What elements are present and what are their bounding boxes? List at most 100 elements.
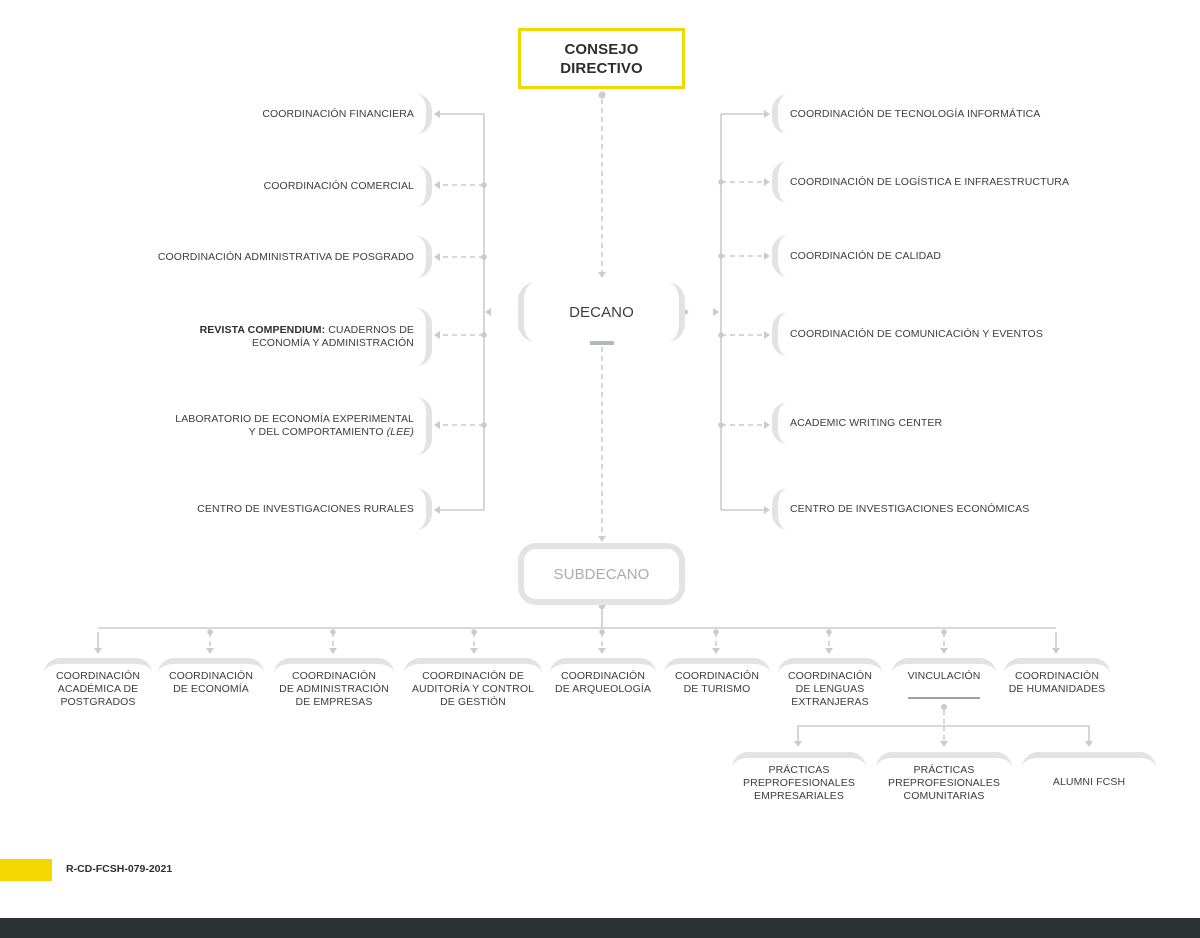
left-branch-arrow [434, 331, 440, 339]
right-branch-arrow [764, 178, 770, 186]
bottom-node-academica: COORDINACIÓN ACADÉMICA DE POSTGRADOS [44, 658, 152, 710]
node-label-line-2: Y DEL COMPORTAMIENTO (LEE) [249, 426, 414, 439]
node-label-line-1: COORDINACIÓN [560, 670, 646, 682]
vinculacion-arrow [794, 741, 802, 747]
bottom-branch-arrow [1052, 648, 1060, 654]
child-node-comunitarias: PRÁCTICAS PREPROFESIONALES COMUNITARIAS [876, 752, 1012, 804]
vinculacion-arrow [1085, 741, 1093, 747]
node-label-line-2: PREPROFESIONALES [888, 777, 1000, 789]
node-label: CENTRO DE INVESTIGACIONES ECONÓMICAS [790, 502, 1030, 515]
node-label-line-2: DE HUMANIDADES [1008, 683, 1106, 695]
bottom-branch-arrow [329, 648, 337, 654]
child-node-empresariales: PRÁCTICAS PREPROFESIONALES EMPRESARIALES [732, 752, 866, 804]
node-label-line-3: DE GESTIÓN [440, 696, 506, 708]
node-label-line-3: EXTRANJERAS [791, 696, 869, 708]
bottom-branch-arrow [470, 648, 478, 654]
subdecano-label: SUBDECANO [553, 565, 650, 583]
subdecano-arrow [598, 536, 606, 542]
node-label: COORDINACIÓN ADMINISTRATIVA DE POSGRADO [157, 250, 414, 263]
bottom-branch-arrow [206, 648, 214, 654]
bottom-node-arqueologia: COORDINACIÓN DE ARQUEOLOGÍA [550, 658, 656, 710]
decano-left-arrow [485, 308, 491, 316]
decano-underline [590, 341, 614, 345]
node-label-line-2: AUDITORÍA Y CONTROL [411, 683, 535, 695]
bottom-branch-arrow [598, 648, 606, 654]
left-branch-arrow [434, 421, 440, 429]
bottom-node-vinculacion: VINCULACIÓN [892, 658, 996, 698]
left-branch-dot [481, 182, 487, 188]
node-label-line-3: COMUNITARIAS [903, 790, 985, 802]
node-label-line-3: POSTGRADOS [60, 696, 136, 708]
node-label-line-1: COORDINACIÓN [291, 670, 377, 682]
node-label: COORDINACIÓN FINANCIERA [262, 107, 414, 120]
bottom-node-humanidades: COORDINACIÓN DE HUMANIDADES [1004, 658, 1110, 710]
left-branch-arrow [434, 253, 440, 261]
right-branch-dot [718, 253, 724, 259]
node-label: COORDINACIÓN DE LOGÍSTICA E INFRAESTRUCT… [790, 175, 1070, 188]
bottom-node-economia: COORDINACIÓN DE ECONOMÍA [158, 658, 264, 710]
node-label-line-1: COORDINACIÓN [168, 670, 254, 682]
right-branch-dot [718, 422, 724, 428]
subdecano-box: SUBDECANO [518, 543, 685, 605]
left-node-rurales: CENTRO DE INVESTIGACIONES RURALES [130, 488, 432, 530]
right-node-tecnologia: COORDINACIÓN DE TECNOLOGÍA INFORMÁTICA [772, 94, 1072, 134]
node-label-line-3: EMPRESARIALES [754, 790, 844, 802]
node-label: COORDINACIÓN DE COMUNICACIÓN Y EVENTOS [790, 327, 1043, 340]
footer-bar [0, 918, 1200, 938]
node-label-line-2: ACADÉMICA DE [57, 683, 139, 695]
node-label-line-1: COORDINACIÓN [55, 670, 141, 682]
node-label-line-1: COORDINACIÓN [1014, 670, 1100, 682]
right-branch-arrow [764, 421, 770, 429]
consejo-line-1: CONSEJO [564, 40, 639, 58]
left-branch-arrow [434, 506, 440, 514]
node-label: CENTRO DE INVESTIGACIONES RURALES [197, 502, 414, 515]
right-node-investigaciones: CENTRO DE INVESTIGACIONES ECONÓMICAS [772, 488, 1072, 530]
node-label-line-2: DE TURISMO [683, 683, 751, 695]
consejo-line-2: DIRECTIVO [560, 59, 643, 77]
child-node-alumni: ALUMNI FCSH [1022, 752, 1156, 792]
node-label-line-1: COORDINACIÓN [674, 670, 760, 682]
lab-acronym: (LEE) [386, 426, 414, 438]
node-label-line-1: LABORATORIO DE ECONOMÍA EXPERIMENTAL [175, 413, 414, 425]
left-node-revista: REVISTA COMPENDIUM: CUADERNOS DE ECONOMÍ… [130, 308, 432, 366]
bottom-branch-arrow [825, 648, 833, 654]
vinculacion-dot [941, 704, 947, 710]
left-branch-dot [481, 254, 487, 260]
right-branch-dot [718, 179, 724, 185]
node-label-line-1: PRÁCTICAS [913, 764, 975, 776]
decano-label: DECANO [569, 303, 634, 321]
bottom-node-turismo: COORDINACIÓN DE TURISMO [664, 658, 770, 710]
node-label-line-1: PRÁCTICAS [768, 764, 830, 776]
decano-right-arrow [713, 308, 719, 316]
node-label-line-2: PREPROFESIONALES [743, 777, 855, 789]
node-label-line-3: DE EMPRESAS [295, 696, 373, 708]
node-label-line-2: DE ECONOMÍA [173, 683, 249, 695]
left-branch-arrow [434, 181, 440, 189]
vinculacion-arrow [940, 741, 948, 747]
node-label: COORDINACIÓN DE TECNOLOGÍA INFORMÁTICA [790, 107, 1041, 120]
vinculacion-underline [908, 697, 980, 699]
left-branch-dot [481, 332, 487, 338]
right-node-logistica: COORDINACIÓN DE LOGÍSTICA E INFRAESTRUCT… [772, 161, 1072, 203]
left-node-laboratorio: LABORATORIO DE ECONOMÍA EXPERIMENTAL Y D… [130, 397, 432, 455]
revista-rest: CUADERNOS DE [325, 324, 414, 336]
left-node-comercial: COORDINACIÓN COMERCIAL [130, 165, 432, 207]
lab-line-2: Y DEL COMPORTAMIENTO [248, 426, 387, 438]
decano-box: DECANO [518, 282, 685, 342]
node-label-line-2: DE LENGUAS [795, 683, 865, 695]
right-node-comunicacion: COORDINACIÓN DE COMUNICACIÓN Y EVENTOS [772, 312, 1072, 356]
node-label-line-2: DE ARQUEOLOGÍA [555, 683, 651, 695]
right-branch-arrow [764, 506, 770, 514]
bottom-branch-arrow [712, 648, 720, 654]
node-label-line-1: COORDINACIÓN DE [422, 670, 524, 682]
node-label-line-2: DE ADMINISTRACIÓN [279, 683, 389, 695]
node-label: ACADEMIC WRITING CENTER [790, 416, 943, 429]
right-node-writing: ACADEMIC WRITING CENTER [772, 402, 1072, 444]
node-label: COORDINACIÓN DE CALIDAD [790, 249, 942, 262]
right-branch-dot [718, 332, 724, 338]
node-label-line-2: ECONOMÍA Y ADMINISTRACIÓN [252, 337, 414, 349]
right-branch-arrow [764, 331, 770, 339]
revista-title: REVISTA COMPENDIUM: [199, 324, 326, 336]
decano-arrow [598, 272, 606, 278]
left-node-financiera: COORDINACIÓN FINANCIERA [130, 94, 432, 134]
